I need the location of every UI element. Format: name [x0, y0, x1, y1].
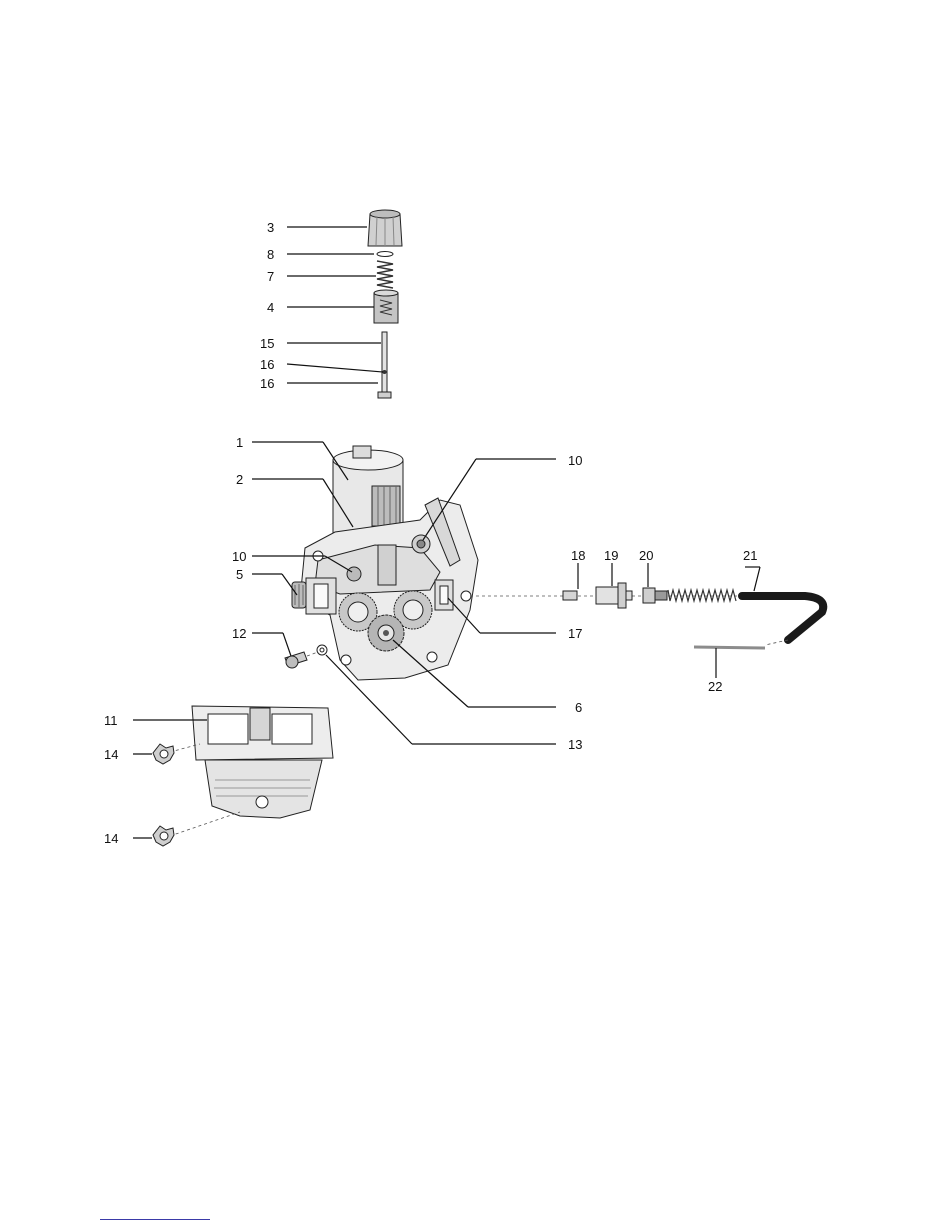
fitting-18-part — [563, 591, 577, 600]
callout-13: 13 — [568, 737, 582, 752]
callout-10-left: 10 — [232, 549, 246, 564]
hose-part — [742, 596, 823, 640]
callout-19: 19 — [604, 548, 618, 563]
washer-part — [317, 645, 327, 655]
connector-20-part — [643, 588, 667, 603]
ring-part — [377, 252, 393, 257]
callout-4: 4 — [267, 300, 274, 315]
callout-1: 1 — [236, 435, 243, 450]
footer-rule — [100, 1219, 210, 1220]
star-nut-part-upper — [153, 744, 174, 764]
callout-11: 11 — [104, 713, 118, 728]
adapter-19-part — [596, 583, 632, 608]
callout-15: 15 — [260, 336, 274, 351]
callout-8: 8 — [267, 247, 274, 262]
knob-part — [368, 210, 402, 246]
callout-22: 22 — [708, 679, 722, 694]
callout-21: 21 — [743, 548, 757, 563]
callout-14b: 14 — [104, 831, 118, 846]
spring-part — [377, 261, 393, 288]
tension-knob-part — [292, 578, 336, 614]
callout-16b: 16 — [260, 376, 274, 391]
star-nut-part-lower — [153, 826, 174, 846]
callout-17: 17 — [568, 626, 582, 641]
callout-14a: 14 — [104, 747, 118, 762]
callout-6: 6 — [575, 700, 582, 715]
spring-guard-part — [668, 590, 736, 601]
callout-20: 20 — [639, 548, 653, 563]
wire-feeder-body — [292, 446, 478, 680]
callout-7: 7 — [267, 269, 274, 284]
callout-10-right: 10 — [568, 453, 582, 468]
knob-assembly — [368, 210, 402, 398]
wire-part — [694, 647, 765, 648]
rod-part — [378, 332, 391, 398]
sleeve-part — [374, 290, 398, 323]
callout-16a: 16 — [260, 357, 274, 372]
cover-part — [192, 706, 333, 818]
callout-18: 18 — [571, 548, 585, 563]
callout-5: 5 — [236, 567, 243, 582]
callout-3: 3 — [267, 220, 274, 235]
callout-12: 12 — [232, 626, 246, 641]
callout-2: 2 — [236, 472, 243, 487]
